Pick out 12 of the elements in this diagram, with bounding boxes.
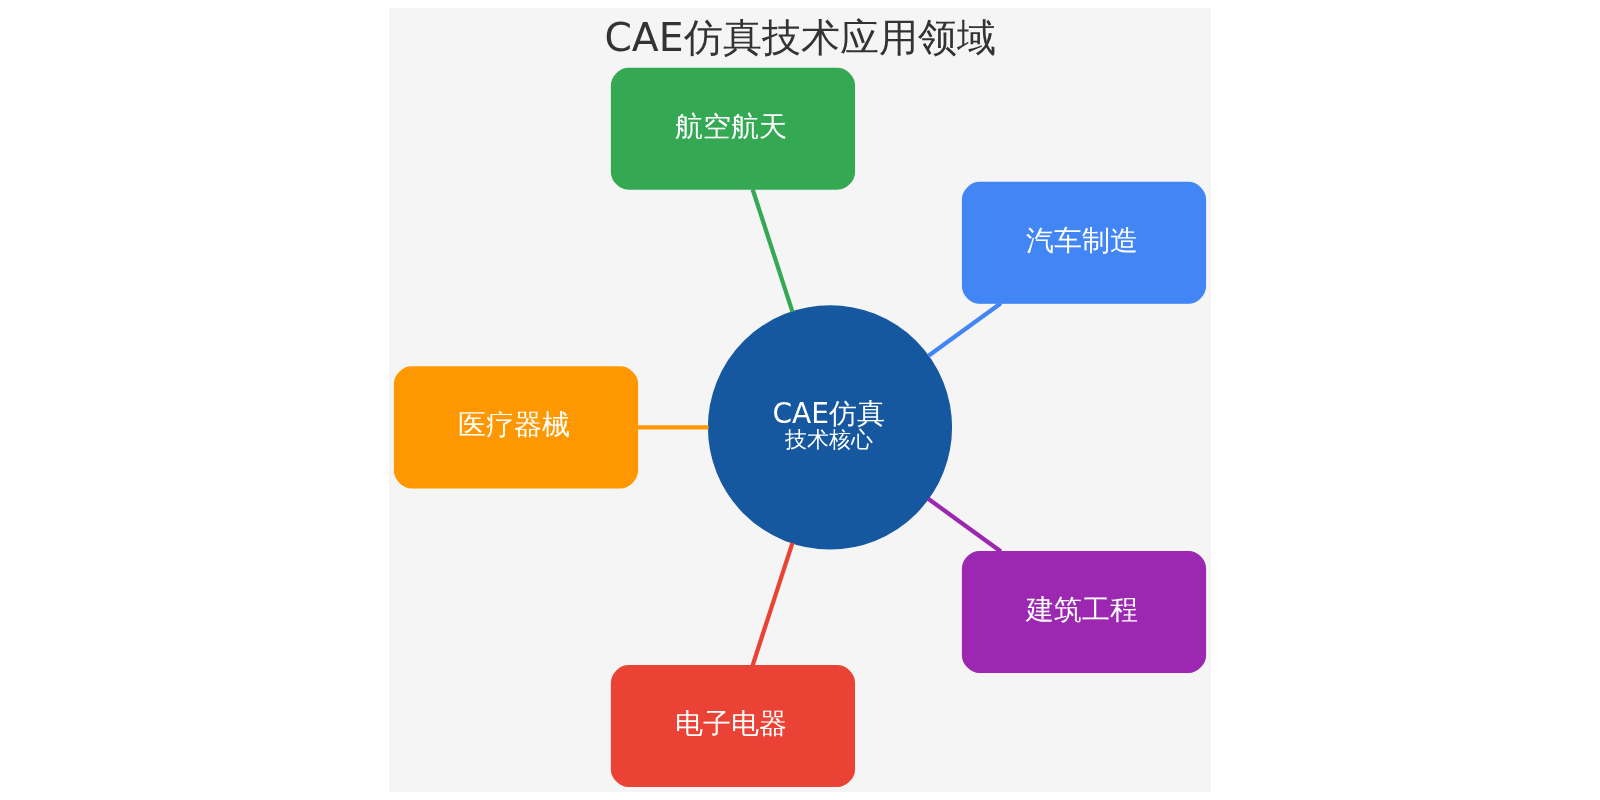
connector xyxy=(926,497,1003,554)
diagram-title: CAE仿真技术应用领域 xyxy=(604,14,996,60)
connector xyxy=(750,542,795,667)
node-box: 建筑工程 xyxy=(961,550,1207,673)
node-box: 航空航天 xyxy=(610,67,856,190)
node-circle: CAE仿真 技术核心 xyxy=(707,305,953,550)
connector xyxy=(926,301,1003,358)
connector xyxy=(750,188,795,313)
connector xyxy=(637,425,709,430)
node-box: 电子电器 xyxy=(610,664,856,788)
node-box: 汽车制造 xyxy=(961,181,1207,304)
node-box: 医疗器械 xyxy=(393,366,639,489)
